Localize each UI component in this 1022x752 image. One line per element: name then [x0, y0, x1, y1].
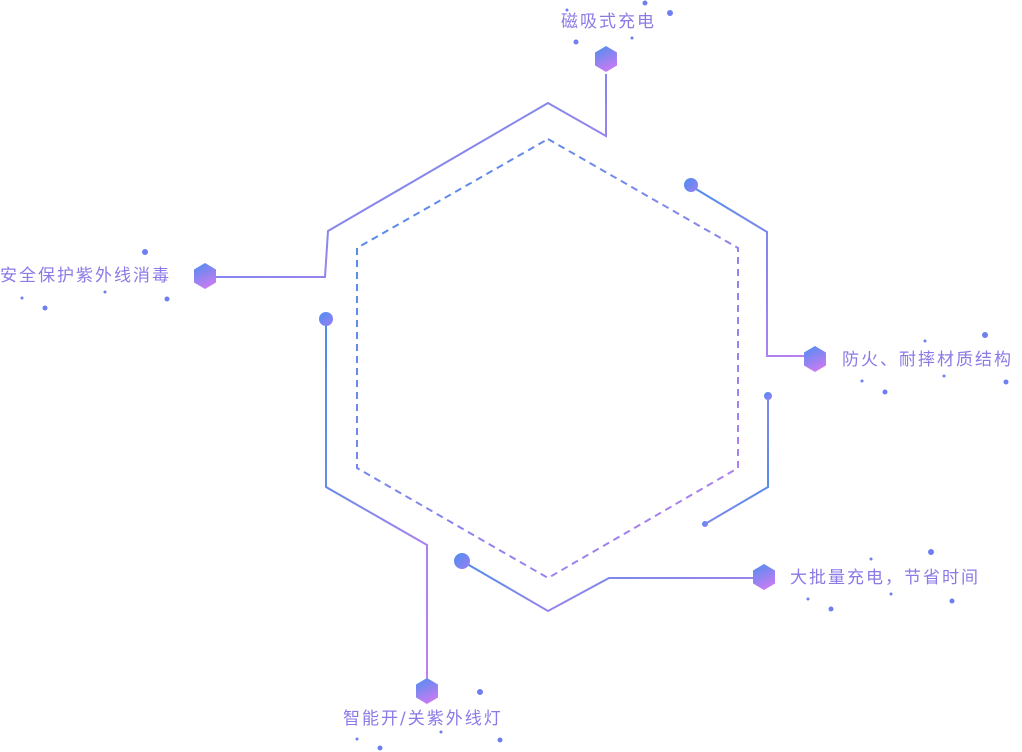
connector-bottom-right [461, 560, 754, 613]
endpoint-dot [684, 178, 698, 192]
hex-marker-top-icon [595, 46, 617, 72]
feature-label-smart-uv-lamp: 智能开/关紫外线灯 [343, 709, 503, 729]
endpoint-dot [319, 312, 333, 326]
endpoint-dot [764, 392, 772, 400]
feature-label-uv-disinfection: 安全保护紫外线消毒 [0, 266, 171, 286]
hex-marker-left-icon [194, 263, 216, 289]
connector-right-upper [690, 185, 810, 357]
hex-marker-bottom-icon [416, 678, 438, 704]
connector-bottom-left [325, 320, 428, 680]
endpoint-dot [454, 553, 470, 569]
feature-label-batch-charging: 大批量充电，节省时间 [790, 568, 980, 588]
hex-marker-right2-icon [753, 564, 775, 590]
feature-label-fireproof-structure: 防火、耐摔材质结构 [842, 350, 1013, 370]
endpoint-dot [702, 521, 708, 527]
inner-dashed-hexagon [356, 137, 739, 580]
connector-top-left [215, 74, 607, 278]
hex-marker-right1-icon [804, 346, 826, 372]
connector-right-lower [704, 397, 769, 525]
decorative-dots [20, 0, 1009, 751]
feature-label-magnetic-charging: 磁吸式充电 [561, 12, 656, 32]
